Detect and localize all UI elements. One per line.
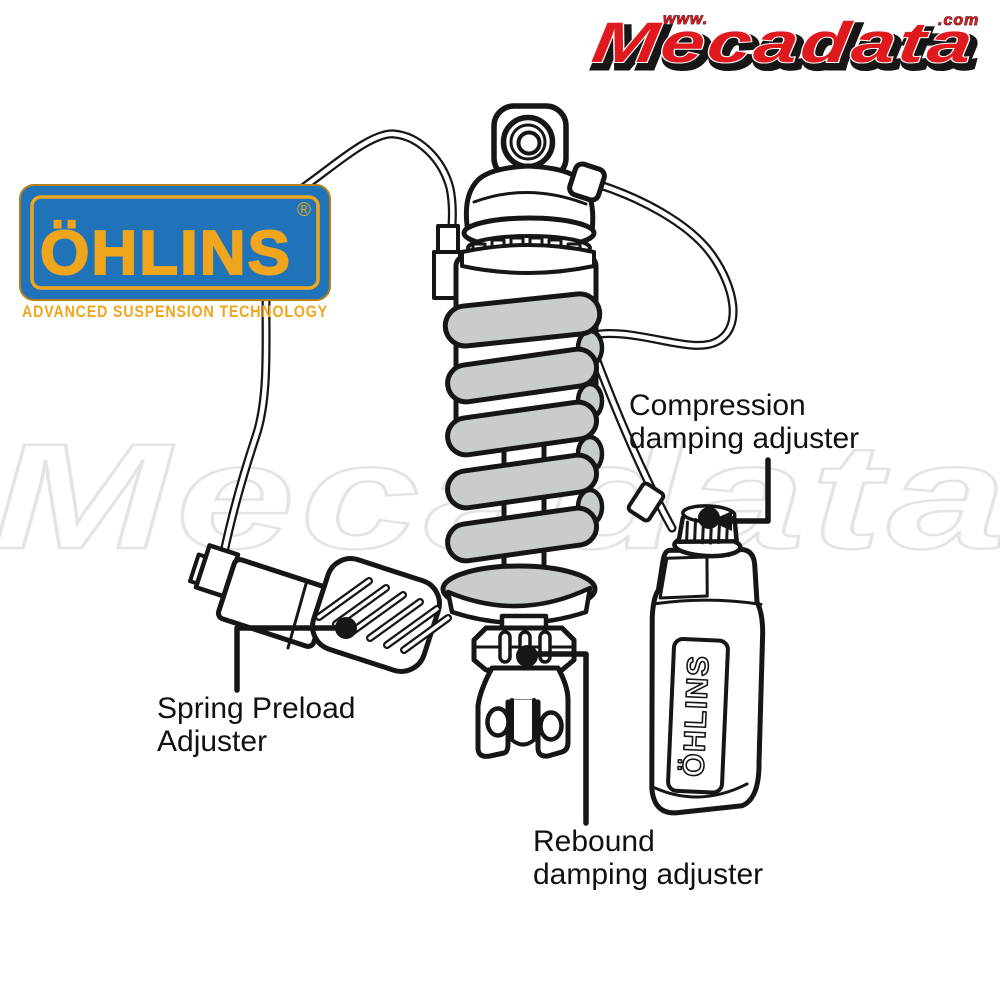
preload-collar	[460, 243, 596, 275]
ohlins-logo: ÖHLINS ® ADVANCED SUSPENSION TECHNOLOGY	[19, 184, 331, 321]
compression-label-line2: damping adjuster	[629, 422, 859, 455]
ohlins-wordmark: ÖHLINS	[40, 219, 292, 288]
rebound-leader-line	[531, 651, 589, 826]
reservoir-hose	[579, 175, 738, 533]
spring-preload-adjuster	[188, 543, 452, 674]
compression-dot	[698, 507, 720, 529]
mecadata-com-text: .com	[938, 12, 979, 29]
spring-preload-label-line2: Adjuster	[157, 725, 267, 758]
callout-labels: Compression damping adjuster Spring Prel…	[157, 389, 859, 891]
rebound-dot	[516, 645, 538, 667]
callout-leaders	[234, 457, 771, 826]
preload-dot	[335, 617, 357, 639]
preload-leader-line	[234, 625, 349, 693]
reservoir-label-plate	[666, 637, 730, 795]
reservoir-ohlins-label: ÖHLINS	[677, 654, 715, 778]
lower-end	[445, 585, 593, 759]
mecadata-logo-text: Mecadata	[588, 11, 979, 75]
mecadata-logo: Mecadata Mecadata www. .com	[587, 10, 986, 83]
ohlins-logo-inner-border	[30, 195, 320, 290]
mecadata-logo-shadow: Mecadata	[592, 16, 983, 80]
ohlins-logo-box	[19, 184, 331, 301]
mecadata-www-text: www.	[663, 11, 708, 28]
compression-label-line1: Compression	[629, 389, 806, 422]
ohlins-registered-mark: ®	[297, 200, 311, 221]
banjo-fitting	[567, 161, 607, 203]
rebound-label-line2: damping adjuster	[533, 858, 763, 891]
spring-coil	[445, 346, 600, 405]
rebound-label-line1: Rebound	[533, 825, 655, 858]
compression-leader-line	[725, 457, 771, 524]
spring-coil	[445, 452, 600, 511]
spring-preload-label-line1: Spring Preload	[157, 692, 355, 725]
coil-spring	[440, 291, 605, 615]
compression-arrowhead	[710, 511, 732, 531]
spring-coil	[445, 505, 600, 564]
top-eyelet	[491, 103, 569, 181]
ohlins-tagline: ADVANCED SUSPENSION TECHNOLOGY	[22, 302, 328, 321]
spring-coil	[445, 399, 600, 458]
shock-absorber-drawing: ÖHLINS	[188, 103, 771, 826]
spring-coil	[442, 291, 603, 349]
